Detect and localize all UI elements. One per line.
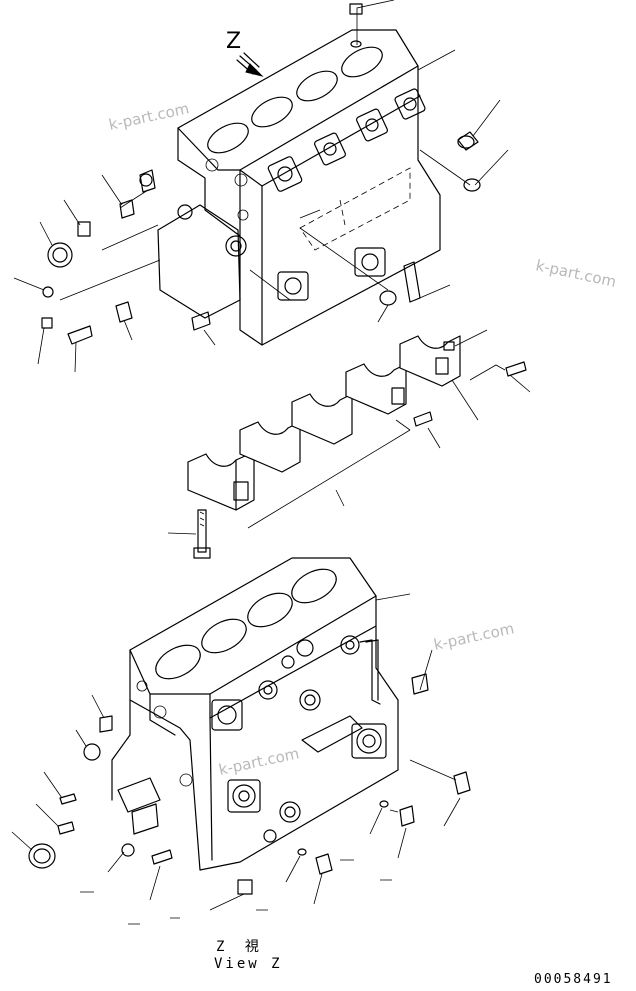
view-z-indicator: Z [226,29,264,77]
watermark-3: k-part.com [432,619,516,654]
view-caption-japanese: Z 視 [216,939,265,955]
core-plugs-upper [267,88,426,301]
view-caption-english: View Z [214,956,283,972]
cap-bolt [167,509,211,559]
watermark-2: k-part.com [534,256,618,291]
lower-callouts [11,593,471,925]
top-callouts [299,0,509,323]
cylinder-block-view-z [111,557,399,895]
view-z-letter: Z [226,29,241,54]
side-bosses-view-z [136,635,387,843]
left-callouts-upper [13,169,216,373]
view-arrow-icon [236,52,264,77]
watermark-4: k-part.com [217,744,301,779]
main-bearing-caps [167,329,531,559]
cylinder-block-upper [157,29,441,346]
part-number: 00058491 [534,972,613,987]
